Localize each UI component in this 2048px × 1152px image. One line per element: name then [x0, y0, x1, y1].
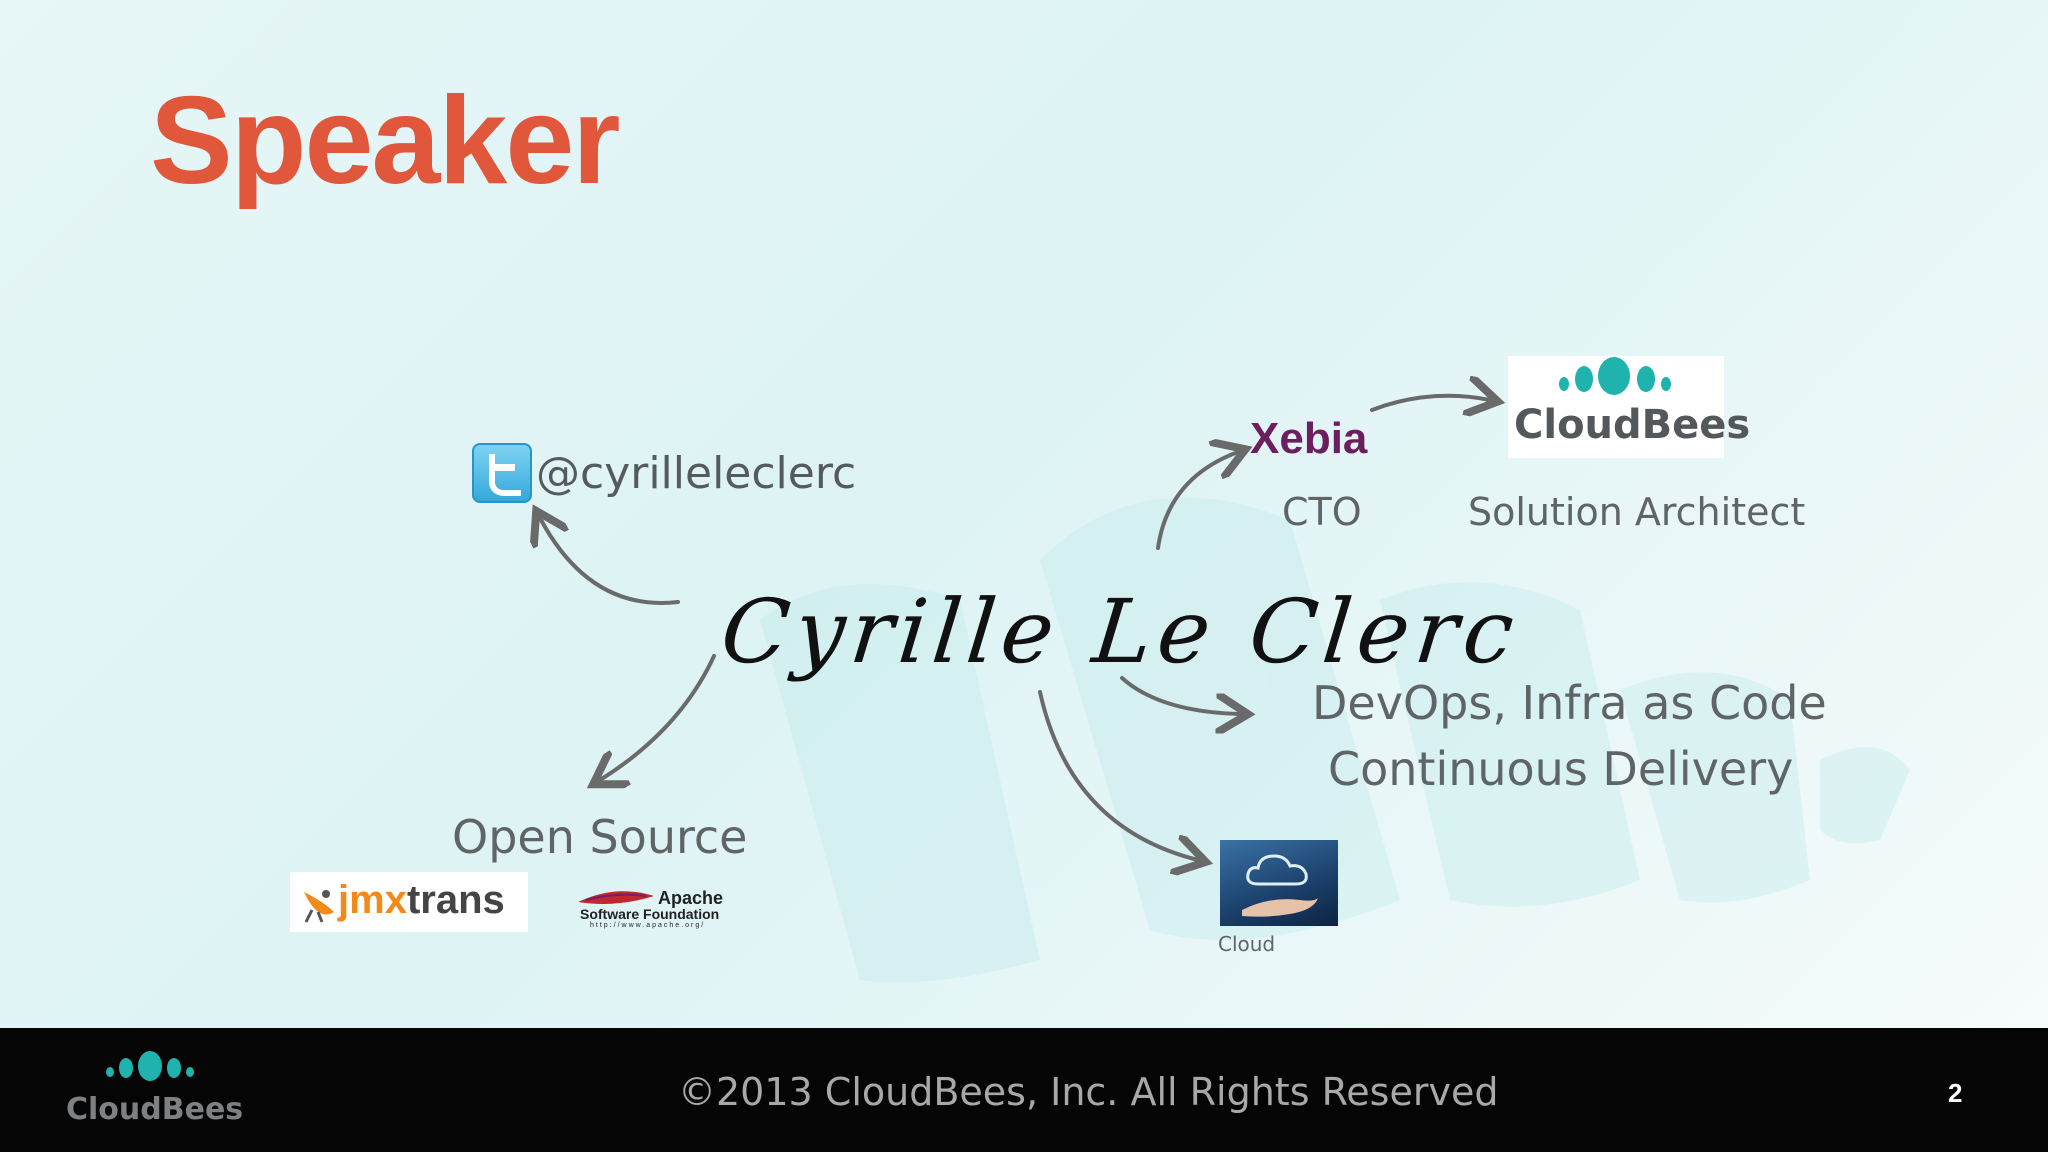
arrow-xebia-to-cloudbees — [1372, 396, 1490, 410]
cloudbees-logo: CloudBees — [1508, 356, 1724, 458]
slide: Speaker @cyrilleleclerc Xebia CTO — [0, 0, 2048, 1028]
xebia-role: CTO — [1282, 490, 1362, 534]
devops-line-1: DevOps, Infra as Code — [1312, 676, 1827, 730]
cloud-caption: Cloud — [1218, 932, 1275, 956]
open-source-label: Open Source — [452, 810, 747, 864]
cloud-image — [1220, 840, 1338, 926]
speaker-name: Cyrille Le Clerc — [717, 580, 1525, 683]
cloud-icon — [1244, 850, 1314, 890]
footer-cloudbees-logo: CloudBees — [66, 1092, 243, 1127]
apache-logo-line-2: Software Foundation — [580, 906, 719, 922]
page-number: 2 — [1948, 1078, 1962, 1109]
cloudbees-bee-icon — [1550, 356, 1690, 400]
arrow-to-cloud — [1040, 692, 1198, 860]
jmxtrans-logo: jmxtrans jmxtrans — [290, 872, 528, 932]
xebia-logo: Xebia — [1250, 414, 1367, 464]
arrow-to-devops — [1122, 678, 1240, 714]
satellite-dish-icon — [298, 882, 338, 924]
twitter-handle: @cyrilleleclerc — [536, 448, 856, 499]
hand-icon — [1240, 890, 1320, 920]
apache-feather-icon — [576, 886, 656, 908]
footer-cloudbees-bee-icon — [100, 1050, 206, 1084]
footer-copyright: ©2013 CloudBees, Inc. All Rights Reserve… — [678, 1070, 1498, 1114]
arrow-to-open-source — [600, 656, 714, 780]
apache-logo-line-3: http://www.apache.org/ — [590, 922, 705, 929]
arrow-to-twitter — [540, 518, 678, 603]
arrow-to-xebia — [1158, 452, 1238, 548]
twitter-icon — [472, 443, 532, 503]
devops-line-2: Continuous Delivery — [1328, 742, 1793, 796]
footer: CloudBees ©2013 CloudBees, Inc. All Righ… — [0, 1028, 2048, 1152]
cloudbees-role: Solution Architect — [1468, 490, 1805, 534]
apache-logo: Apache Software Foundation http://www.ap… — [576, 882, 740, 932]
